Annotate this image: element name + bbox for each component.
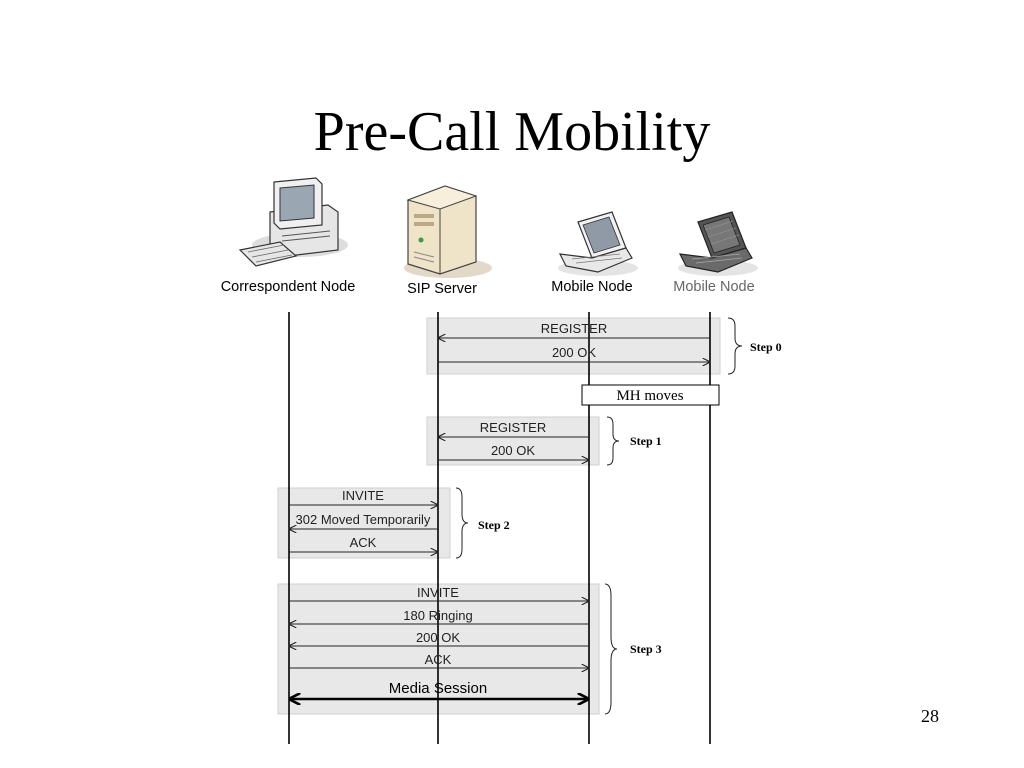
step3-ack-label: ACK (425, 652, 452, 667)
step3-label: Step 3 (630, 642, 662, 656)
node-label-correspondent: Correspondent Node (221, 279, 356, 295)
step3-brace (604, 583, 618, 715)
step2-ack-label: ACK (350, 535, 377, 550)
step1-box (426, 416, 600, 466)
mh-moves-box (581, 384, 720, 406)
step1-register-label: REGISTER (480, 420, 546, 435)
step0-label: Step 0 (750, 340, 782, 354)
server-tower-icon (404, 185, 492, 278)
node-label-mobile-new: Mobile Node (551, 279, 632, 295)
laptop-icon (558, 211, 638, 276)
step2-label: Step 2 (478, 518, 510, 532)
step1-ok-label: 200 OK (491, 443, 535, 458)
step0-ok-label: 200 OK (552, 345, 596, 360)
mh-moves-label: MH moves (616, 388, 683, 404)
step3-invite-label: INVITE (417, 585, 459, 600)
step2-box (277, 487, 451, 559)
step2-invite-label: INVITE (342, 488, 384, 503)
step0-brace (727, 317, 743, 375)
page-number: 28 (921, 706, 939, 726)
desktop-computer-icon (238, 177, 348, 267)
step2-brace (455, 487, 469, 559)
step1-brace (606, 416, 620, 466)
step2-moved-label: 302 Moved Temporarily (296, 512, 431, 527)
step3-ringing-label: 180 Ringing (403, 608, 472, 623)
node-label-mobile-old: Mobile Node (673, 279, 754, 295)
laptop-dark-icon (678, 211, 758, 276)
slide-title: Pre-Call Mobility (313, 101, 711, 163)
step3-ok-label: 200 OK (416, 630, 460, 645)
node-label-sip-server: SIP Server (407, 281, 477, 297)
step0-register-label: REGISTER (541, 321, 607, 336)
media-session-label: Media Session (389, 680, 487, 697)
step0-box (426, 317, 721, 375)
step1-label: Step 1 (630, 434, 662, 448)
